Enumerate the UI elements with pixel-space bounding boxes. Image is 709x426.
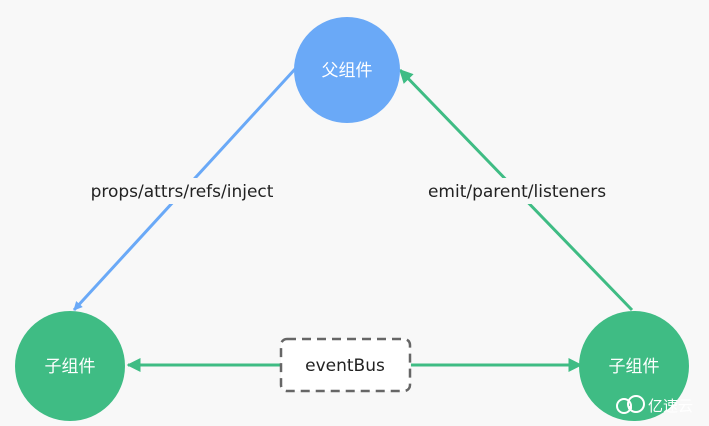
edge-label-parent-to-child: props/attrs/refs/inject	[91, 182, 274, 202]
parent-node: 父组件	[294, 17, 400, 123]
child-node-right: 子组件	[579, 311, 689, 421]
child-node-left: 子组件	[15, 311, 125, 421]
edge-label-bg-left	[76, 178, 290, 204]
event-bus-label: eventBus	[305, 356, 385, 376]
watermark: 亿速云	[616, 395, 693, 415]
edge-label-child-to-parent: emit/parent/listeners	[428, 182, 606, 202]
watermark-text: 亿速云	[648, 397, 693, 415]
child-node-right-label: 子组件	[609, 357, 660, 377]
edge-label-bg-right	[414, 178, 620, 204]
child-node-left-label: 子组件	[45, 357, 96, 377]
parent-node-label: 父组件	[322, 61, 373, 81]
event-bus-node: eventBus	[279, 337, 412, 393]
cloud-icon	[616, 395, 645, 414]
